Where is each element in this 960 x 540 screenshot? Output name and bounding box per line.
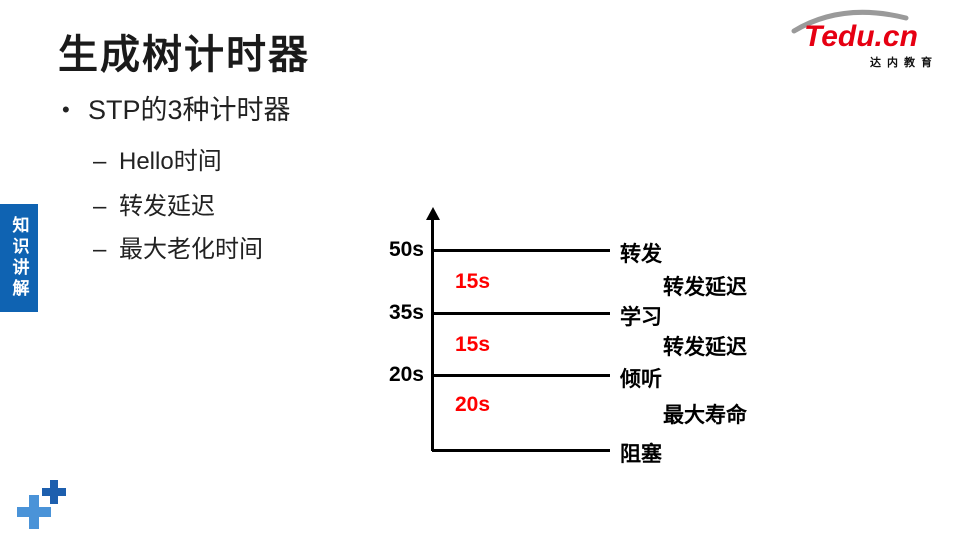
level-line xyxy=(432,374,610,377)
sub-bullet-item: Hello时间 xyxy=(93,141,222,176)
sub-bullet-item: 转发延迟 xyxy=(93,186,215,221)
page-title: 生成树计时器 xyxy=(58,33,310,77)
level-line xyxy=(432,249,610,252)
axis-time-label: 20s xyxy=(388,363,424,386)
tedu-logo: Tedu.cn 达内教育 xyxy=(791,9,942,69)
logo-swoosh-icon xyxy=(791,9,909,34)
level-line xyxy=(432,449,610,452)
sub-bullet-item: 最大老化时间 xyxy=(93,229,263,264)
state-label: 转发 xyxy=(620,243,662,266)
axis-time-label: 50s xyxy=(388,238,424,261)
state-label: 学习 xyxy=(620,306,662,329)
axis-arrow-icon xyxy=(426,207,440,220)
brand-text: Tedu.cn xyxy=(804,20,918,53)
duration-annotation: 转发延迟 xyxy=(663,336,747,359)
state-label: 阻塞 xyxy=(620,443,662,466)
state-label: 倾听 xyxy=(620,368,662,391)
knowledge-section-tab: 知识讲解 xyxy=(0,204,38,312)
duration-annotation: 转发延迟 xyxy=(663,276,747,299)
duration-value: 15s xyxy=(455,333,491,356)
bullet-item: STP的3种计时器 xyxy=(62,88,291,127)
level-line xyxy=(432,312,610,315)
axis-time-label: 35s xyxy=(388,301,424,324)
stp-timer-diagram: 50s 35s 20s 转发 学习 倾听 阻塞 15s 15s 20s 转发延迟… xyxy=(370,205,810,473)
duration-value: 20s xyxy=(455,393,491,416)
timeline-axis xyxy=(431,217,434,451)
duration-value: 15s xyxy=(455,270,491,293)
logo-tagline: 达内教育 xyxy=(870,57,938,69)
plus-logo-icon xyxy=(15,480,66,531)
duration-annotation: 最大寿命 xyxy=(663,404,747,427)
knowledge-tab-label: 知识讲解 xyxy=(9,216,29,300)
